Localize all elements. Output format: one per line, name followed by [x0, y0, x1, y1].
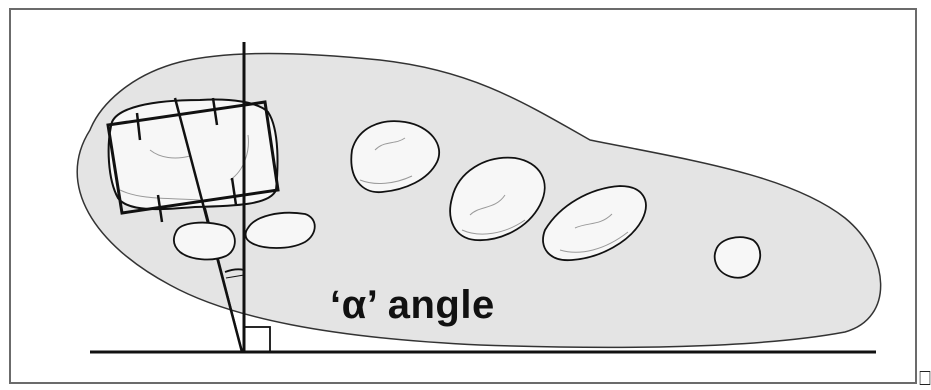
tick-2 [211, 97, 219, 126]
clast-small-left [172, 221, 236, 261]
angle-label: ‘α’ angle [330, 283, 495, 327]
right-angle-marker-icon [243, 326, 271, 353]
clast-small-right [713, 236, 762, 279]
clast-oval-middle [449, 156, 546, 242]
clast-round [350, 120, 440, 193]
clast-oval-shading [461, 194, 526, 235]
angle-arc-tick [225, 274, 245, 279]
angle-arc-icon [224, 268, 245, 273]
clast-elongate-shading [559, 213, 629, 253]
boulder-outline-rectangle [106, 100, 280, 215]
clast-round-shading [359, 137, 413, 184]
tick-1 [135, 112, 142, 141]
tick-3 [156, 194, 164, 223]
tick-4 [230, 177, 238, 206]
clast-flat [244, 211, 316, 249]
edge-glyph: ⎕ [919, 366, 931, 390]
